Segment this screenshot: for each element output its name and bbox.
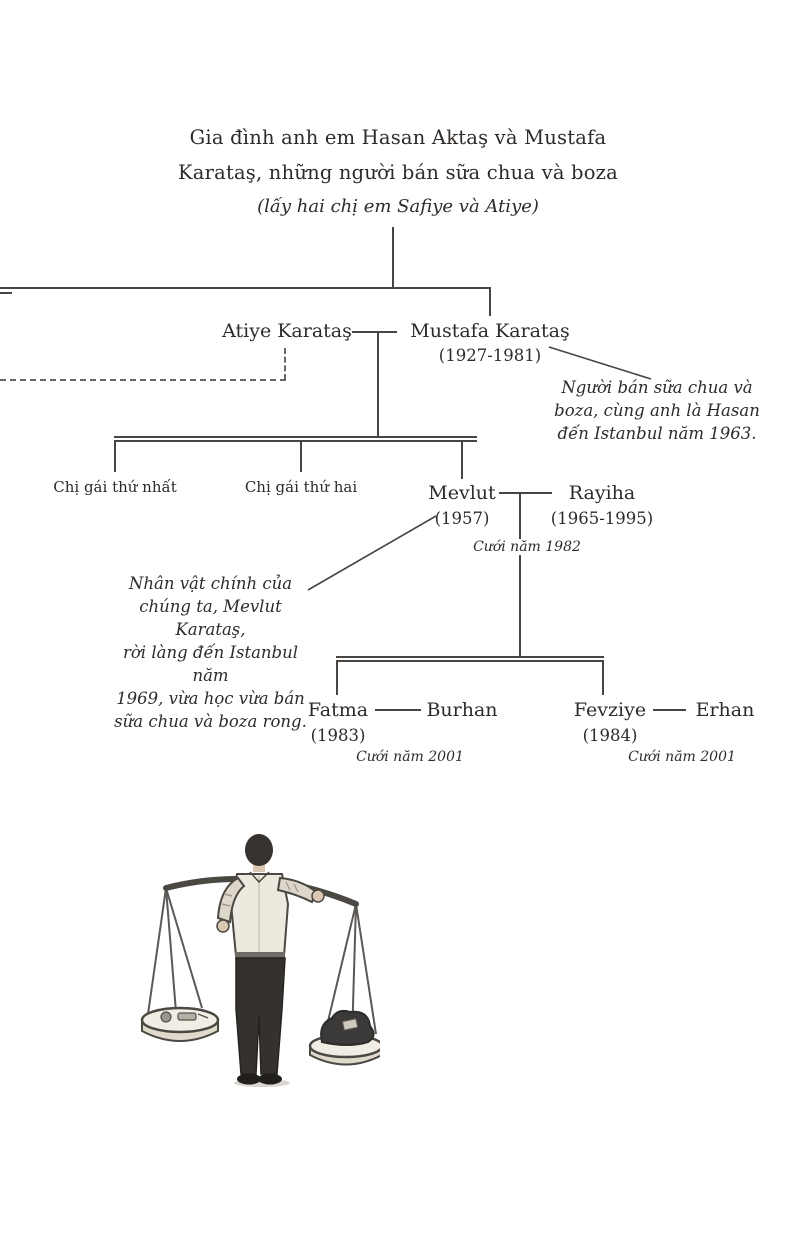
note-line: Người bán sữa chua và — [561, 378, 753, 397]
right-shoe — [258, 1073, 282, 1085]
person-rayiha: Rayiha — [568, 482, 636, 504]
person-fevziye: Fevziye — [573, 699, 647, 721]
person-second-sister: Chị gái thứ hai — [244, 478, 358, 496]
fatma-marriage-note: Cưới năm 2001 — [340, 749, 480, 765]
person-mustafa-karatas: Mustafa Karataş — [410, 320, 570, 342]
gen2-descent-line — [519, 492, 521, 657]
tray-item — [341, 1018, 359, 1031]
top-sibling-line — [0, 287, 491, 289]
note-line: rời làng đến Istanbul năm — [122, 643, 299, 685]
rayiha-years: (1965-1995) — [550, 509, 654, 528]
person-fatma: Fatma — [307, 699, 369, 721]
daughter1-drop-line — [114, 442, 116, 472]
left-shoe — [237, 1073, 261, 1085]
belt — [235, 952, 285, 959]
gen3-marriage-line-fevziye — [653, 709, 686, 711]
fatma-marriage-note-text: Cưới năm 2001 — [352, 749, 468, 765]
mustafa-drop-line — [489, 287, 491, 316]
note-line: chúng ta, Mevlut Karataş, — [139, 597, 282, 639]
mustafa-note: Người bán sữa chua và boza, cùng anh là … — [552, 376, 762, 445]
left-tray-cords — [147, 887, 203, 1015]
left-arm — [216, 876, 246, 924]
mevlut-drop-line — [461, 442, 463, 479]
gen3-marriage-line-fatma — [375, 709, 421, 711]
note-line: 1969, vừa học vừa bán — [116, 689, 305, 708]
tray-item — [197, 1013, 209, 1019]
collar — [249, 871, 270, 884]
top-sibling-line-stub — [0, 292, 12, 294]
gen2-marriage-line — [499, 492, 552, 494]
gen2-children-line — [114, 436, 477, 442]
fevziye-marriage-note: Cưới năm 2001 — [612, 749, 752, 765]
neck — [253, 862, 265, 872]
left-tray — [140, 1006, 220, 1042]
tray-item — [177, 1012, 197, 1021]
note-line: sữa chua và boza rong. — [114, 712, 307, 731]
person-erhan: Erhan — [695, 699, 755, 721]
note-line: Nhân vật chính của — [128, 574, 293, 593]
boza-seller-illustration — [140, 834, 380, 1087]
fevziye-marriage-note-text: Cưới năm 2001 — [624, 749, 740, 765]
right-hand — [311, 889, 325, 903]
person-first-sister: Chị gái thứ nhất — [53, 478, 177, 496]
gen2-marriage-note: Cưới năm 1982 — [462, 539, 592, 555]
daughter2-drop-line — [300, 442, 302, 472]
person-burhan: Burhan — [426, 699, 498, 721]
gen2-marriage-note-text: Cưới năm 1982 — [469, 539, 585, 555]
note-line: đến Istanbul năm 1963. — [557, 424, 757, 443]
fatma-years: (1983) — [310, 726, 366, 745]
tray-item — [160, 1011, 172, 1023]
sister-link-dashed-vertical — [284, 348, 286, 380]
trousers — [235, 957, 286, 1075]
fatma-drop-line — [336, 662, 338, 695]
person-atiye-karatas: Atiye Karataş — [222, 320, 352, 342]
gen1-marriage-line — [352, 331, 397, 333]
note-line: boza, cùng anh là Hasan — [554, 401, 760, 420]
vendor-figure — [216, 834, 325, 1085]
fevziye-years: (1984) — [582, 726, 638, 745]
mevlut-years: (1957) — [434, 509, 490, 528]
gen1-descent-line — [377, 331, 379, 437]
title-connector-line — [392, 227, 394, 288]
person-mevlut: Mevlut — [428, 482, 496, 504]
left-hand — [216, 919, 230, 933]
mevlut-note: Nhân vật chính của chúng ta, Mevlut Kara… — [103, 572, 318, 733]
family-tree-title-line2: Karataş, những người bán sữa chua và boz… — [178, 161, 618, 184]
right-tray — [308, 1009, 380, 1066]
family-tree-title-line3: (lấy hai chị em Safiye và Atiye) — [257, 196, 539, 217]
fevziye-drop-line — [602, 662, 604, 695]
gen3-children-line — [336, 656, 604, 662]
head — [245, 834, 273, 866]
sister-link-dashed-horizontal — [0, 379, 286, 381]
family-tree-title-line1: Gia đình anh em Hasan Aktaş và Mustafa — [189, 126, 607, 149]
mustafa-years: (1927-1981) — [438, 346, 542, 365]
